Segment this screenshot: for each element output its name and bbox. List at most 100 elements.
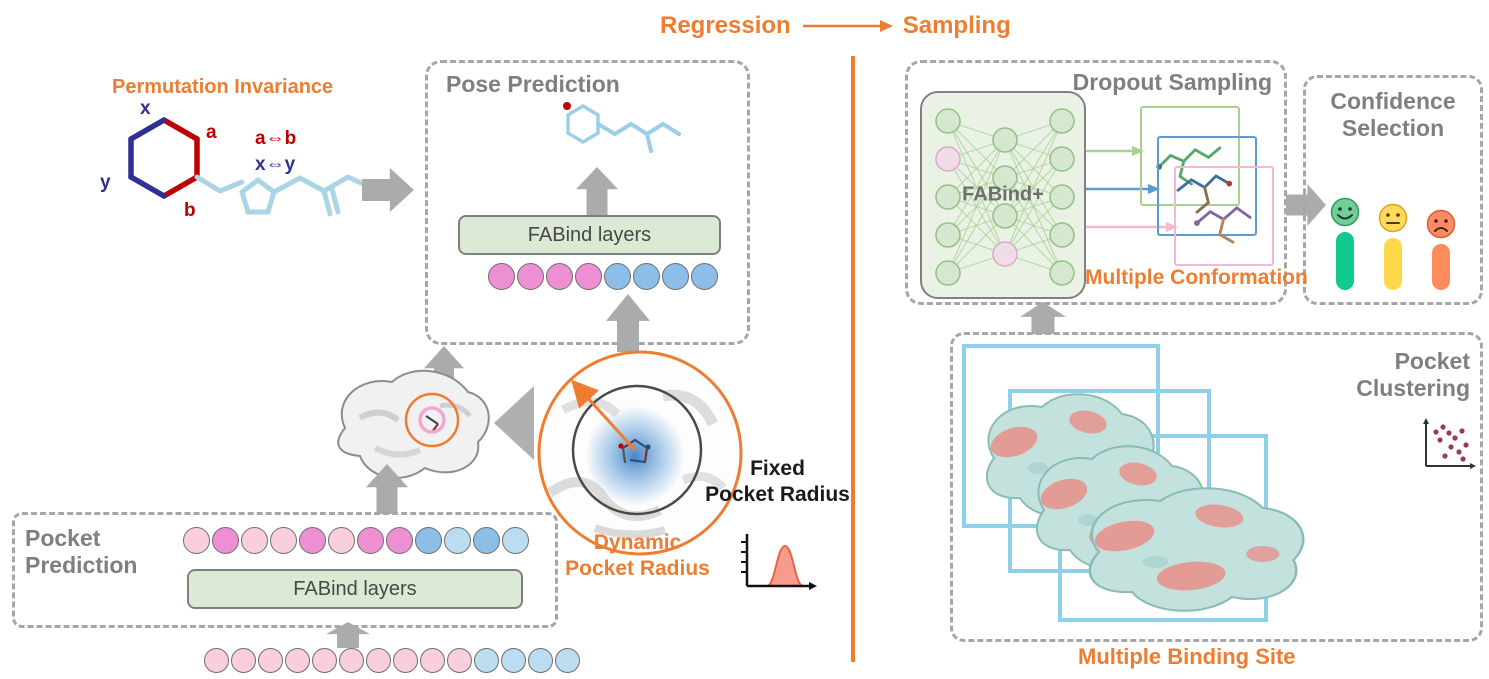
green-sample-arrow-icon: [1086, 146, 1144, 156]
token-circle-blue: [415, 527, 442, 554]
mol-label-b: b: [184, 200, 196, 221]
token-circle-magenta: [212, 527, 239, 554]
confidence-item-high: [1330, 197, 1360, 290]
up-arrow-icon: [326, 622, 370, 648]
pocket-fabind-layers-box: FABind layers: [187, 569, 523, 609]
input-token-row: [204, 648, 580, 673]
up-arrow-icon: [576, 167, 618, 215]
permutation-invariance-label: Permutation Invariance: [112, 76, 334, 98]
dropout-sampling-title: Dropout Sampling: [1072, 69, 1272, 95]
confidence-bar-green: [1336, 232, 1354, 290]
pose-prediction-panel: Pose Prediction FABind layers: [425, 60, 750, 345]
protein-surface-icon: [337, 369, 490, 479]
binding-site-frame-3: [1058, 434, 1268, 622]
token-circle-pink: [270, 527, 297, 554]
swap-xy-label: x⇔y: [255, 154, 296, 175]
token-circle-magenta: [517, 263, 544, 290]
regression-label: Regression: [660, 12, 791, 39]
sad-face-icon: [1426, 209, 1456, 239]
token-circle-blue: [633, 263, 660, 290]
dropout-sampling-panel: Dropout Sampling FABind+: [905, 60, 1287, 305]
permutation-molecule-icon: x a y b: [100, 98, 375, 221]
fabind-network-panel: FABind+: [920, 91, 1086, 299]
right-arrow-icon: [362, 168, 414, 212]
radius-arrow-icon: [570, 379, 637, 452]
token-circle-magenta: [488, 263, 515, 290]
sampling-label: Sampling: [902, 12, 1011, 39]
fabind-plus-label: FABind+: [962, 183, 1044, 206]
pose-token-row: [488, 263, 718, 290]
confidence-item-low: [1426, 209, 1456, 290]
token-circle-pink: [183, 527, 210, 554]
token-circle-magenta: [575, 263, 602, 290]
neural-network-icon: [935, 108, 1075, 286]
token-circle-blue: [473, 527, 500, 554]
token-circle-blue: [604, 263, 631, 290]
fixed-pocket-radius-label: Fixed Pocket Radius: [705, 457, 850, 506]
happy-face-icon: [1330, 197, 1360, 227]
token-circle-magenta: [546, 263, 573, 290]
pocket-clustering-title: Pocket Clustering: [1356, 348, 1470, 401]
blue-sample-arrow-icon: [1086, 184, 1160, 194]
confidence-bar-yellow: [1384, 238, 1402, 290]
pocket-zoom-circle: [537, 350, 743, 556]
section-divider: [851, 56, 855, 662]
token-circle-pink: [231, 648, 256, 673]
token-circle-lightblue: [502, 527, 529, 554]
zoom-wedge-icon: [494, 386, 534, 460]
pocket-fabind-layers-label: FABind layers: [293, 577, 417, 600]
up-arrow-icon: [606, 294, 650, 352]
pose-fabind-layers-label: FABind layers: [527, 223, 652, 246]
confidence-item-mid: [1378, 203, 1408, 290]
multiple-conformation-label: Multiple Conformation: [1085, 266, 1308, 289]
conformation-molecule-icon: [1194, 206, 1252, 244]
token-circle-pink: [339, 648, 364, 673]
conformation-molecule-icon: [1176, 174, 1233, 214]
token-circle-lightblue: [555, 648, 580, 673]
header-flow: Regression Sampling: [660, 12, 1011, 40]
token-circle-pink: [328, 527, 355, 554]
token-circle-pink: [204, 648, 229, 673]
pocket-prediction-panel: Pocket Prediction FABind layers: [12, 512, 558, 628]
token-circle-pink: [241, 527, 268, 554]
token-circle-pink: [312, 648, 337, 673]
up-arrow-icon: [1020, 302, 1066, 334]
confidence-bar-orange: [1432, 244, 1450, 290]
token-circle-lightblue: [444, 527, 471, 554]
token-circle-lightblue: [501, 648, 526, 673]
pink-sample-arrow-icon: [1086, 222, 1178, 232]
confidence-bars: [1306, 197, 1480, 290]
cluster-scatter-icon: [1423, 418, 1476, 469]
token-circle-pink: [420, 648, 445, 673]
pocket-token-row: [183, 527, 529, 554]
token-circle-lightblue: [528, 648, 553, 673]
token-circle-magenta: [357, 527, 384, 554]
radius-distribution-icon: [741, 534, 817, 590]
dynamic-radius-circle: [537, 350, 743, 556]
confidence-selection-panel: Confidence Selection: [1303, 75, 1483, 305]
mol-label-x: x: [140, 98, 151, 119]
pose-fabind-layers-box: FABind layers: [458, 215, 721, 255]
fixed-radius-circle: [571, 384, 703, 516]
multiple-binding-site-label: Multiple Binding Site: [1078, 644, 1296, 669]
token-circle-magenta: [299, 527, 326, 554]
token-circle-lightblue: [474, 648, 499, 673]
token-circle-magenta: [386, 527, 413, 554]
pocket-clustering-panel: [950, 332, 1483, 642]
confidence-selection-title: Confidence Selection: [1330, 88, 1456, 141]
mol-label-y: y: [100, 172, 111, 193]
token-circle-pink: [447, 648, 472, 673]
pose-prediction-title: Pose Prediction: [446, 71, 620, 97]
token-circle-blue: [662, 263, 689, 290]
conformation-frame-blue: [1157, 136, 1257, 236]
mol-label-a: a: [206, 122, 217, 143]
up-arrow-icon: [366, 464, 408, 514]
right-arrow-icon: [1286, 184, 1326, 226]
token-circle-pink: [366, 648, 391, 673]
regression-to-sampling-arrow-icon: [802, 20, 893, 32]
token-circle-blue: [691, 263, 718, 290]
neutral-face-icon: [1378, 203, 1408, 233]
pose-molecule-icon: [563, 102, 681, 153]
token-circle-pink: [285, 648, 310, 673]
